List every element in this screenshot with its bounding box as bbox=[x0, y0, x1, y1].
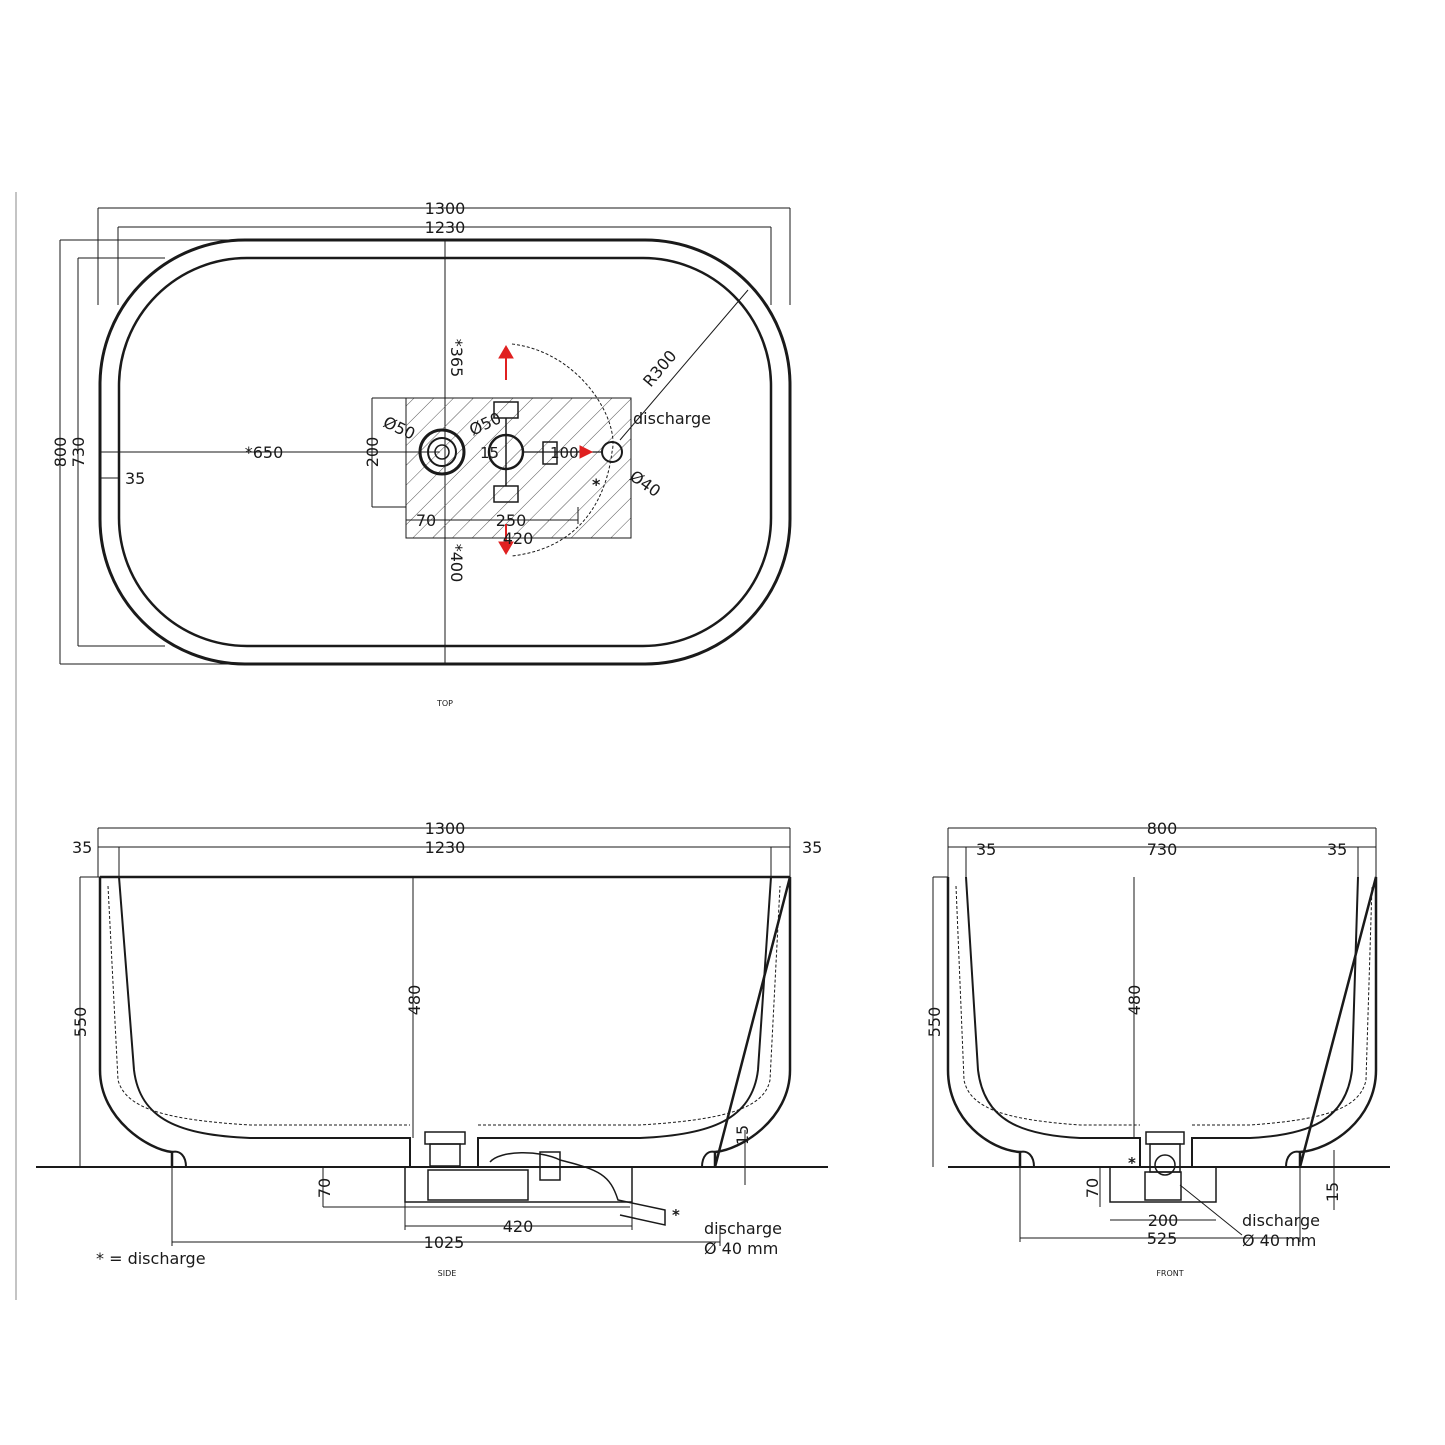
dim-side-480: 480 bbox=[405, 985, 424, 1016]
side-outer-shell bbox=[98, 876, 792, 1168]
dim-top-250: 250 bbox=[496, 511, 527, 530]
radius-leader bbox=[619, 289, 749, 441]
dim-side-70: 70 bbox=[315, 1178, 334, 1198]
dim-front-70: 70 bbox=[1083, 1178, 1102, 1198]
dim-side-15: 15 bbox=[733, 1125, 752, 1145]
top-view: 1300 1230 800 730 *650 35 *365 *400 R300 bbox=[51, 199, 792, 708]
red-arrow-down bbox=[498, 541, 514, 555]
trap-zone-box bbox=[405, 397, 632, 539]
dim-front-35-left: 35 bbox=[976, 840, 996, 859]
dim-top-1230: 1230 bbox=[425, 218, 466, 237]
dim-front-35-right: 35 bbox=[1327, 840, 1347, 859]
dim-side-550: 550 bbox=[71, 1007, 90, 1038]
dim-front-200: 200 bbox=[1148, 1211, 1179, 1230]
dim-side-35-left: 35 bbox=[72, 838, 92, 857]
dim-front-15: 15 bbox=[1323, 1182, 1342, 1202]
drain-circle bbox=[418, 428, 466, 476]
discharge-label-side: discharge bbox=[704, 1219, 782, 1238]
rotation-arc bbox=[511, 343, 614, 557]
discharge-size-front: Ø 40 mm bbox=[1242, 1231, 1316, 1250]
dim-front-550: 550 bbox=[925, 1007, 944, 1038]
label-100: 100 bbox=[550, 444, 579, 462]
red-arrow-right bbox=[579, 445, 594, 459]
asterisk-front: * bbox=[1128, 1154, 1136, 1172]
front-outer-shell bbox=[946, 876, 1378, 1168]
red-arrow-up bbox=[498, 345, 514, 359]
dim-front-800: 800 bbox=[1147, 819, 1178, 838]
side-drain-fitting bbox=[429, 1143, 461, 1167]
legend-discharge: * = discharge bbox=[96, 1249, 206, 1268]
side-trap-box bbox=[404, 1166, 633, 1203]
dim-top-35: 35 bbox=[125, 469, 145, 488]
dim-top-800: 800 bbox=[51, 437, 70, 468]
dim-top-730: 730 bbox=[69, 437, 88, 468]
side-inner-shell bbox=[118, 876, 772, 1167]
front-view: 800 730 35 35 550 480 15 70 200 525 * di… bbox=[925, 819, 1390, 1278]
side-view: 1300 1230 35 35 550 480 15 70 420 1025 *… bbox=[36, 819, 828, 1278]
dim-top-r300: R300 bbox=[639, 346, 680, 390]
front-trap-box bbox=[1109, 1166, 1217, 1203]
discharge-size-side: Ø 40 mm bbox=[704, 1239, 778, 1258]
caption-top: TOP bbox=[436, 699, 453, 708]
dim-front-730: 730 bbox=[1147, 840, 1178, 859]
dim-side-35-right: 35 bbox=[802, 838, 822, 857]
dim-side-1300: 1300 bbox=[425, 819, 466, 838]
dim-front-480: 480 bbox=[1125, 985, 1144, 1016]
dim-top-650: *650 bbox=[245, 443, 284, 462]
dim-front-525: 525 bbox=[1147, 1229, 1178, 1248]
asterisk-top: * bbox=[592, 475, 601, 494]
dim-side-420: 420 bbox=[503, 1217, 534, 1236]
front-inner-shell bbox=[965, 876, 1359, 1167]
dim-top-400: *400 bbox=[447, 544, 466, 583]
caption-front: FRONT bbox=[1156, 1269, 1183, 1278]
dim-top-200: 200 bbox=[363, 437, 382, 468]
caption-side: SIDE bbox=[438, 1269, 457, 1278]
dim-side-1025: 1025 bbox=[424, 1233, 465, 1252]
dim-top-420: 420 bbox=[503, 529, 534, 548]
dim-top-1300: 1300 bbox=[425, 199, 466, 218]
dim-top-365: *365 bbox=[447, 339, 466, 378]
label-15: 15 bbox=[480, 444, 499, 462]
pipe-40: Ø40 bbox=[626, 466, 664, 500]
discharge-label-top: discharge bbox=[633, 409, 711, 428]
dim-side-1230: 1230 bbox=[425, 838, 466, 857]
side-discharge-pipe bbox=[489, 1152, 666, 1226]
discharge-label-front: discharge bbox=[1242, 1211, 1320, 1230]
asterisk-side: * bbox=[672, 1206, 680, 1224]
dim-top-70: 70 bbox=[416, 511, 436, 530]
